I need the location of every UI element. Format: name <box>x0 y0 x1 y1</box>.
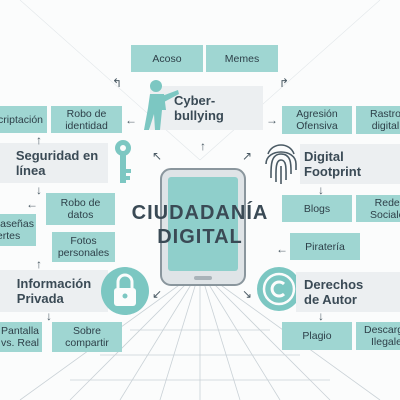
arrow-icon: ↰ <box>112 76 123 90</box>
pantalla-box: Pantalla vs. Real <box>0 322 42 352</box>
arrow-icon: ↘ <box>242 287 253 301</box>
arrow-icon: ← <box>26 197 38 211</box>
padlock-icon <box>101 267 149 315</box>
tablet-icon <box>160 168 246 286</box>
sobre-compartir-box: Sobre compartir <box>52 322 122 352</box>
contrasenas-box: Contraseñas fuertes <box>0 214 36 246</box>
robo-identidad-box: Robo de identidad <box>51 106 122 133</box>
robo-datos-box: Robo de datos <box>46 193 115 225</box>
arrow-icon: ↓ <box>318 183 324 197</box>
informacion-topic: Información Privada <box>0 270 108 312</box>
cyberbullying-topic: Cyber- bullying <box>150 86 263 130</box>
rastro-box: Rastro digital <box>356 106 400 134</box>
blogs-box: Blogs <box>282 195 352 222</box>
arrow-icon: ↑ <box>36 257 42 271</box>
center-title: CIUDADANÍA DIGITAL <box>131 202 269 248</box>
memes-box: Memes <box>206 45 278 72</box>
arrow-icon: ↱ <box>279 76 290 90</box>
fingerprint-icon <box>265 144 297 184</box>
arrow-icon: ↙ <box>152 287 163 301</box>
redes-box: Redes Sociales <box>356 195 400 222</box>
encriptacion-box: Encriptación <box>0 106 47 133</box>
arrow-icon: ↑ <box>36 133 42 147</box>
key-icon <box>115 140 131 183</box>
copyright-icon <box>257 267 301 311</box>
digital-footprint-topic: Digital Footprint <box>300 144 400 184</box>
arrow-icon: ↓ <box>46 309 52 323</box>
arrow-icon: ↑ <box>200 139 206 153</box>
plagio-box: Plagio <box>282 322 352 350</box>
agresion-box: Agresión Ofensiva <box>282 106 352 134</box>
arrow-icon: ↖ <box>152 149 163 163</box>
cyberbully-figure-icon <box>144 80 179 130</box>
arrow-icon: ↓ <box>36 183 42 197</box>
fotos-box: Fotos personales <box>52 232 115 262</box>
arrow-icon: ← <box>125 113 137 127</box>
arrow-icon: ↓ <box>318 309 324 323</box>
descargas-box: Descargas Ilegales <box>356 322 400 350</box>
acoso-box: Acoso <box>131 45 203 72</box>
arrow-icon: → <box>266 113 278 127</box>
arrow-icon: ↗ <box>242 149 253 163</box>
pirateria-box: Piratería <box>290 233 360 260</box>
seguridad-topic: Seguridad en línea <box>0 143 108 183</box>
arrow-icon: ← <box>276 242 288 256</box>
derechos-topic: Derechos de Autor <box>296 272 400 312</box>
